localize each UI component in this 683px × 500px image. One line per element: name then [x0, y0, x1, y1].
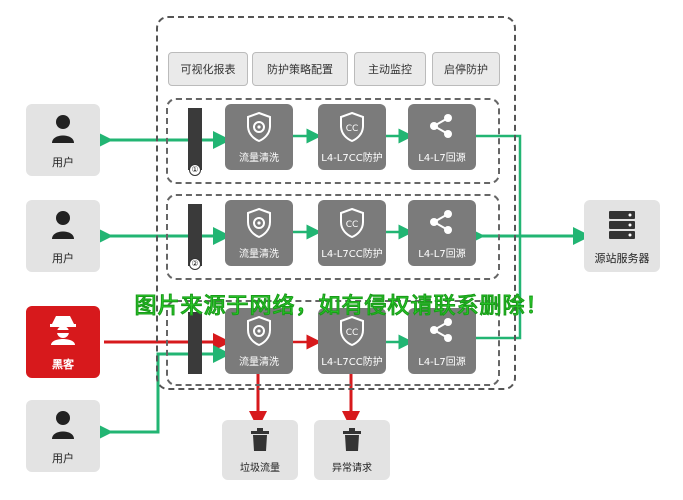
node-origin-return[interactable]: L4-L7回源 — [408, 200, 476, 266]
cc-shield-icon: CC — [339, 315, 365, 350]
lane-2-bar — [188, 204, 202, 266]
watermark-text: 图片来源于网络，如有侵权请联系删除！ — [134, 294, 549, 319]
node-traffic-scrubbing[interactable]: 流量清洗 — [225, 200, 293, 266]
sink-label: 异常请求 — [332, 463, 372, 474]
client-label: 用户 — [52, 156, 74, 169]
client-label: 用户 — [52, 452, 74, 465]
client-user-4[interactable]: 用户 — [26, 400, 100, 472]
feature-start-stop[interactable]: 启停防护 — [432, 52, 500, 86]
lane-3-bar — [188, 312, 202, 374]
node-origin-return[interactable]: L4-L7回源 — [408, 308, 476, 374]
node-label: L4-L7CC防护 — [321, 153, 383, 164]
node-cc-protection[interactable]: CC L4-L7CC防护 — [318, 104, 386, 170]
node-label: 流量清洗 — [239, 357, 279, 368]
trash-icon — [250, 428, 270, 456]
client-user-2[interactable]: 用户 — [26, 200, 100, 272]
client-user-1[interactable]: 用户 — [26, 104, 100, 176]
server-label: 源站服务器 — [594, 252, 650, 265]
svg-text:CC: CC — [346, 328, 359, 338]
user-icon — [51, 410, 75, 444]
lane-1-number: ① — [189, 164, 201, 176]
node-label: 流量清洗 — [239, 249, 279, 260]
sink-label: 垃圾流量 — [240, 463, 280, 474]
node-label: L4-L7CC防护 — [321, 357, 383, 368]
node-traffic-scrubbing[interactable]: 流量清洗 — [225, 104, 293, 170]
node-label: L4-L7回源 — [418, 357, 466, 368]
svg-text:CC: CC — [346, 124, 359, 134]
node-label: L4-L7回源 — [418, 249, 466, 260]
hacker-icon — [48, 314, 78, 350]
lane-1 — [166, 98, 500, 184]
node-cc-protection[interactable]: CC L4-L7CC防护 — [318, 308, 386, 374]
server-icon — [608, 210, 636, 244]
node-origin-return[interactable]: L4-L7回源 — [408, 104, 476, 170]
node-label: 流量清洗 — [239, 153, 279, 164]
feature-visual-report[interactable]: 可视化报表 — [168, 52, 248, 86]
trash-icon — [342, 428, 362, 456]
protection-cluster-frame — [156, 16, 516, 390]
feature-policy-config[interactable]: 防护策略配置 — [252, 52, 348, 86]
shield-gear-icon — [246, 207, 272, 242]
svg-text:CC: CC — [346, 220, 359, 230]
lane-2 — [166, 194, 500, 280]
shield-gear-icon — [246, 111, 272, 146]
sink-junk-traffic[interactable]: 垃圾流量 — [222, 420, 298, 480]
lane-1-bar — [188, 108, 202, 170]
feature-active-monitor[interactable]: 主动监控 — [354, 52, 426, 86]
share-icon — [428, 112, 456, 144]
client-label: 用户 — [52, 252, 74, 265]
user-icon — [51, 114, 75, 148]
node-cc-protection[interactable]: CC L4-L7CC防护 — [318, 200, 386, 266]
node-label: L4-L7CC防护 — [321, 249, 383, 260]
share-icon — [428, 316, 456, 348]
cc-shield-icon: CC — [339, 207, 365, 242]
share-icon — [428, 208, 456, 240]
client-label: 黑客 — [52, 358, 74, 371]
client-hacker[interactable]: 黑客 — [26, 306, 100, 378]
user-icon — [51, 210, 75, 244]
origin-server[interactable]: 源站服务器 — [584, 200, 660, 272]
sink-abnormal-requests[interactable]: 异常请求 — [314, 420, 390, 480]
node-label: L4-L7回源 — [418, 153, 466, 164]
shield-gear-icon — [246, 315, 272, 350]
node-traffic-scrubbing[interactable]: 流量清洗 — [225, 308, 293, 374]
cc-shield-icon: CC — [339, 111, 365, 146]
lane-3 — [166, 300, 500, 386]
lane-2-number: ② — [189, 258, 201, 270]
